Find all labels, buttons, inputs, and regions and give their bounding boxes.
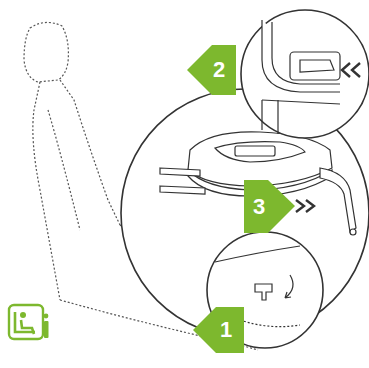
callout-shape xyxy=(187,45,295,353)
slide-chevrons xyxy=(296,200,314,212)
callout-number: 2 xyxy=(204,59,234,81)
info-icon xyxy=(9,305,49,339)
callout-number: 1 xyxy=(211,319,241,341)
push-chevrons xyxy=(342,63,360,77)
isofix-base xyxy=(160,132,356,235)
callout-number: 3 xyxy=(244,196,274,218)
release-detail xyxy=(262,20,340,134)
